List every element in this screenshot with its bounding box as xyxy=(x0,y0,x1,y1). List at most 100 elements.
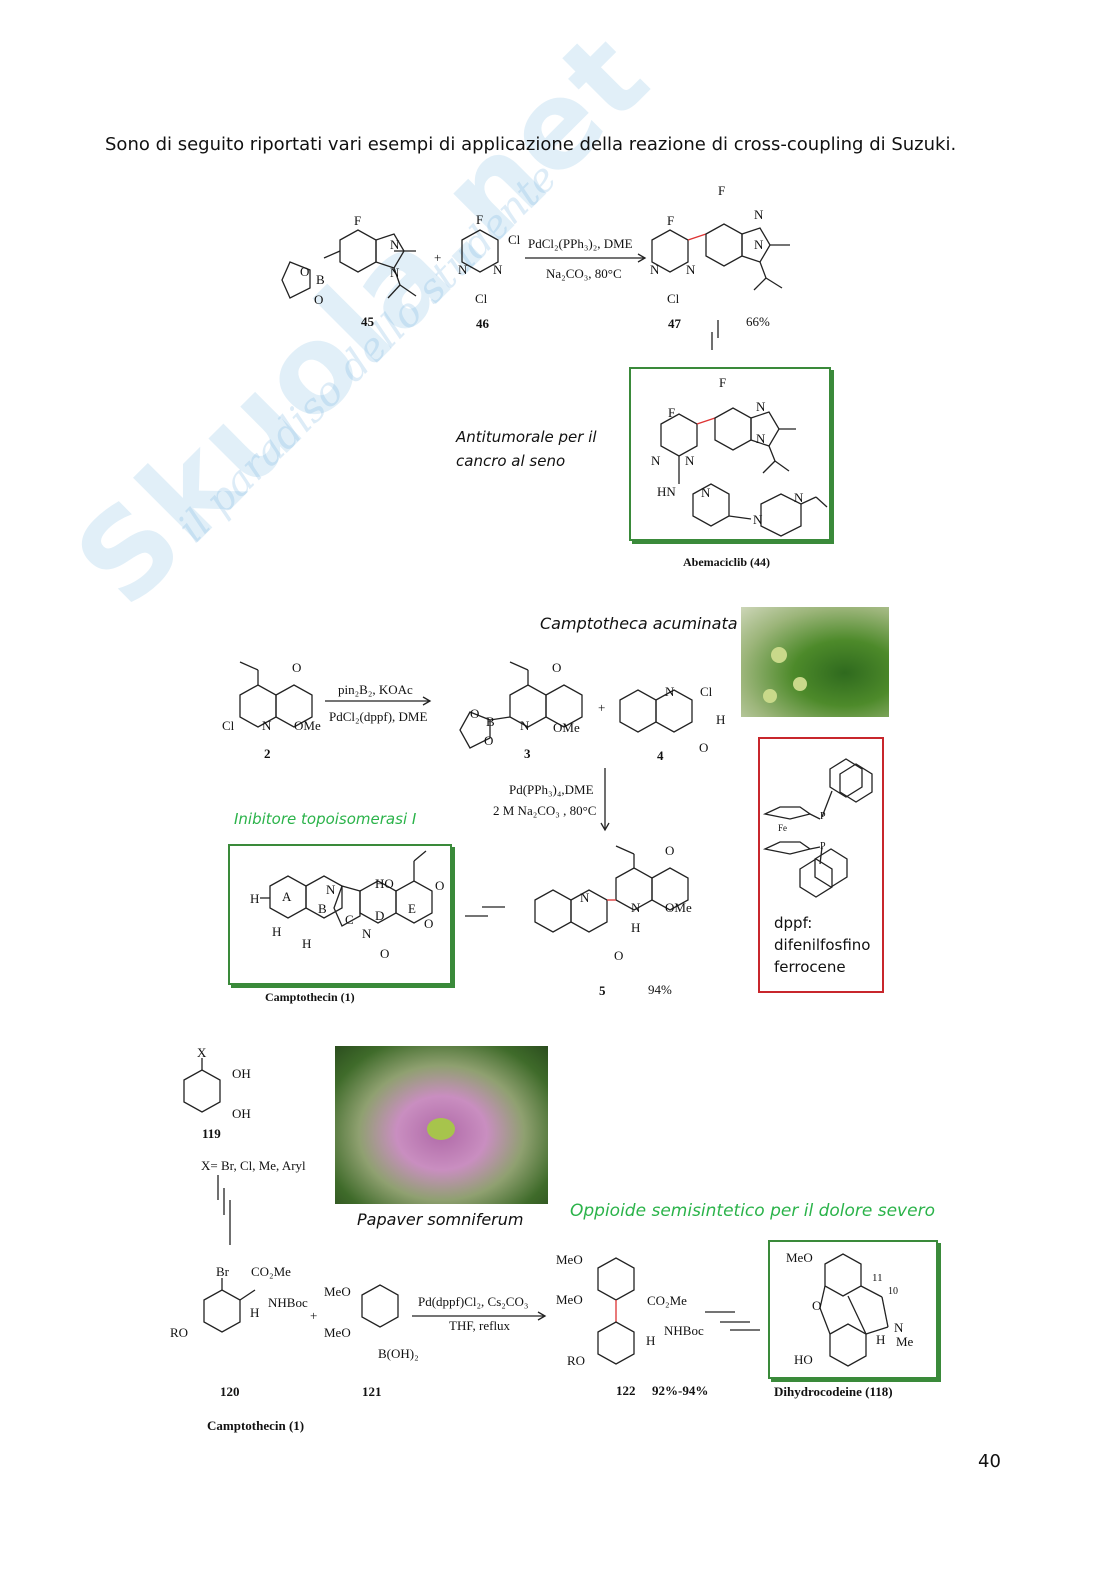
activity-note: Inibitore topoisomerasi I xyxy=(234,810,417,828)
atom-OMe: OMe xyxy=(294,718,321,733)
atom-O: O xyxy=(552,660,562,675)
atom-P: P xyxy=(820,841,826,852)
papaver-photo xyxy=(335,1046,548,1204)
reaction-conditions-top: PdCl₂(PPh₃)₂, DME xyxy=(528,236,633,251)
atom-HO: HO xyxy=(375,876,394,891)
plus-sign: + xyxy=(598,700,606,715)
compound-120: 120 xyxy=(220,1384,240,1399)
plus-sign: + xyxy=(434,250,442,265)
atom-N: N xyxy=(665,684,675,699)
atom-N: N xyxy=(262,718,272,733)
atom-H: H xyxy=(631,920,641,935)
ring-B: B xyxy=(318,901,327,916)
atom-O: O xyxy=(614,948,624,963)
x-definition: X= Br, Cl, Me, Aryl xyxy=(201,1158,306,1173)
atom-O: O xyxy=(435,878,445,893)
atom-F: F xyxy=(668,405,676,420)
atom-MeO: MeO xyxy=(556,1252,583,1267)
atom-OMe: OMe xyxy=(553,720,580,735)
atom-F: F xyxy=(719,375,727,390)
atom-H: H xyxy=(716,712,726,727)
atom-N: N xyxy=(753,512,763,527)
atom-O: O xyxy=(314,292,324,307)
dppf-label-line3: ferrocene xyxy=(774,958,846,976)
atom-N: N xyxy=(493,262,503,277)
atom-HN: HN xyxy=(657,484,676,499)
yield: 92%-94% xyxy=(652,1383,709,1398)
atom-N: N xyxy=(650,262,660,277)
atom-CO2Me: CO₂Me xyxy=(251,1264,291,1279)
atom-O: O xyxy=(484,733,494,748)
plant-name: Camptotheca acuminata xyxy=(540,614,738,633)
atom-N: N xyxy=(326,882,336,897)
product-name: Dihydrocodeine (118) xyxy=(774,1384,893,1399)
atom-N: N xyxy=(651,453,661,468)
abemaciclib-box: F F N N N N HN N N N xyxy=(629,367,831,541)
atom-N: N xyxy=(686,262,696,277)
atom-N: N xyxy=(685,453,695,468)
dppf-label-line2: difenilfosfino xyxy=(774,936,871,954)
compound-47: 47 xyxy=(668,316,681,331)
atom-H: H xyxy=(646,1333,656,1348)
atom-O: O xyxy=(424,916,434,931)
reaction1-conditions-bottom: PdCl₂(dppf), DME xyxy=(329,709,428,724)
atom-Cl: Cl xyxy=(222,718,235,733)
atom-Me: Me xyxy=(896,1334,914,1349)
compound-4: 4 xyxy=(657,748,664,763)
reaction2-conditions-top: Pd(PPh₃)₄,DME xyxy=(509,782,594,797)
atom-F: F xyxy=(476,212,484,227)
atom-BOH2: B(OH)₂ xyxy=(378,1346,419,1361)
compound-121: 121 xyxy=(362,1384,382,1399)
atom-number-10: 10 xyxy=(888,1286,898,1297)
compound-119: 119 xyxy=(202,1126,221,1141)
reaction-conditions-top: Pd(dppf)Cl₂, Cs₂CO₃ xyxy=(418,1294,529,1309)
ring-D: D xyxy=(375,908,385,923)
atom-O: O xyxy=(665,843,675,858)
atom-N: N xyxy=(520,718,530,733)
atom-O: O xyxy=(812,1298,822,1313)
atom-number-11: 11 xyxy=(872,1272,883,1284)
activity-note: Oppioide semisintetico per il dolore sev… xyxy=(570,1201,935,1221)
scheme1-structures xyxy=(281,223,790,350)
compound-122: 122 xyxy=(616,1383,636,1398)
compound-45: 45 xyxy=(361,314,374,329)
atom-N: N xyxy=(580,890,590,905)
atom-MeO: MeO xyxy=(786,1250,813,1265)
atom-HO: HO xyxy=(794,1352,813,1367)
reaction-conditions-bottom: Na₂CO₃, 80°C xyxy=(546,266,622,281)
scheme2-structures xyxy=(239,661,693,933)
atom-N: N xyxy=(894,1320,904,1335)
atom-N: N xyxy=(458,262,468,277)
atom-F: F xyxy=(718,183,726,198)
atom-H: H xyxy=(250,891,260,906)
yield: 94% xyxy=(648,982,672,997)
atom-F: F xyxy=(667,213,675,228)
atom-OMe: OMe xyxy=(665,900,692,915)
atom-CO2Me: CO₂Me xyxy=(647,1293,687,1308)
atom-N: N xyxy=(390,237,400,252)
atom-N: N xyxy=(754,207,764,222)
atom-Fe: Fe xyxy=(778,823,787,833)
atom-MeO: MeO xyxy=(556,1292,583,1307)
atom-H: H xyxy=(250,1305,260,1320)
extra-label: Camptothecin (1) xyxy=(207,1418,305,1433)
atom-H: H xyxy=(876,1332,886,1347)
yield: 66% xyxy=(746,314,770,329)
camptotheca-photo xyxy=(741,607,889,717)
atom-N: N xyxy=(362,926,372,941)
atom-N: N xyxy=(631,900,641,915)
camptothecin-box: H H H A B C D E N N HO O O O xyxy=(228,844,452,985)
atom-O: O xyxy=(300,264,310,279)
page-number: 40 xyxy=(978,1451,1001,1472)
atom-NHBoc: NHBoc xyxy=(664,1323,704,1338)
atom-MeO: MeO xyxy=(324,1284,351,1299)
scheme3-structures xyxy=(183,1058,760,1365)
atom-N: N xyxy=(701,485,711,500)
atom-N: N xyxy=(390,265,400,280)
intro-paragraph: Sono di seguito riportati vari esempi di… xyxy=(105,134,957,155)
atom-OH: OH xyxy=(232,1106,251,1121)
atom-Cl: Cl xyxy=(475,291,488,306)
dppf-label-line1: dppf: xyxy=(774,914,813,932)
atom-B: B xyxy=(486,714,495,729)
atom-N: N xyxy=(754,237,764,252)
